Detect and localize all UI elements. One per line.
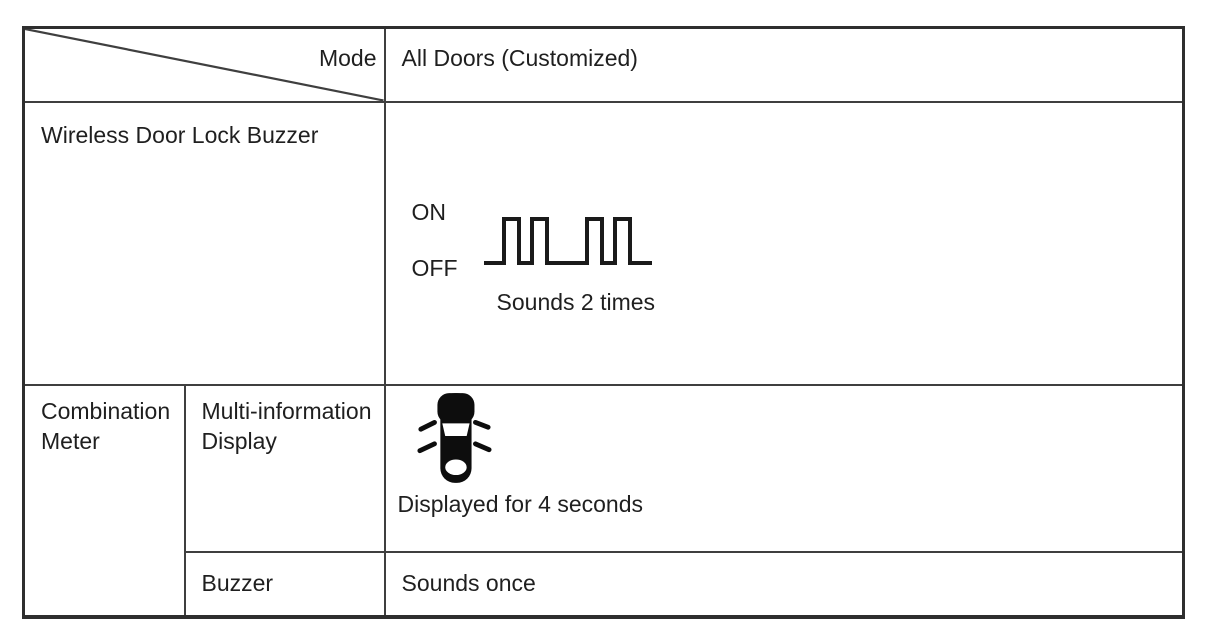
mode-value-text: All Doors (Customized) — [401, 45, 638, 71]
wireless-door-lock-buzzer-value-cell: ON OFF Sounds 2 times — [383, 100, 1185, 386]
multi-information-display-label-cell: Multi-information Display — [183, 383, 386, 553]
combination-meter-label: Combination Meter — [41, 397, 171, 454]
waveform-caption: Sounds 2 times — [496, 288, 656, 315]
pulse-waveform-icon — [483, 216, 652, 265]
mode-value-cell: All Doors (Customized) — [383, 26, 1185, 103]
buzzer-label-cell: Buzzer — [183, 550, 386, 618]
mode-header-cell: Mode — [22, 26, 386, 103]
buzzer-label: Buzzer — [201, 569, 274, 596]
wireless-door-lock-buzzer-label-cell: Wireless Door Lock Buzzer — [22, 100, 386, 386]
mode-header-label: Mode — [314, 45, 377, 71]
wireless-door-lock-buzzer-label: Wireless Door Lock Buzzer — [41, 121, 319, 148]
diagonal-divider-line — [25, 29, 384, 101]
multi-information-display-value-cell: Displayed for 4 seconds — [383, 383, 1185, 553]
display-duration-text: Displayed for 4 seconds — [397, 490, 643, 517]
combination-meter-label-cell: Combination Meter — [22, 383, 186, 618]
waveform-on-label: ON — [411, 198, 447, 225]
waveform-off-label: OFF — [411, 254, 458, 281]
car-door-open-icon — [416, 392, 492, 483]
buzzer-value-text: Sounds once — [401, 569, 536, 596]
multi-information-display-label: Multi-information Display — [201, 397, 372, 454]
buzzer-value-cell: Sounds once — [383, 550, 1185, 618]
door-lock-behavior-table: Mode All Doors (Customized) Wireless Doo… — [22, 26, 1186, 619]
buzzer-waveform-diagram: ON OFF Sounds 2 times — [411, 197, 1182, 317]
